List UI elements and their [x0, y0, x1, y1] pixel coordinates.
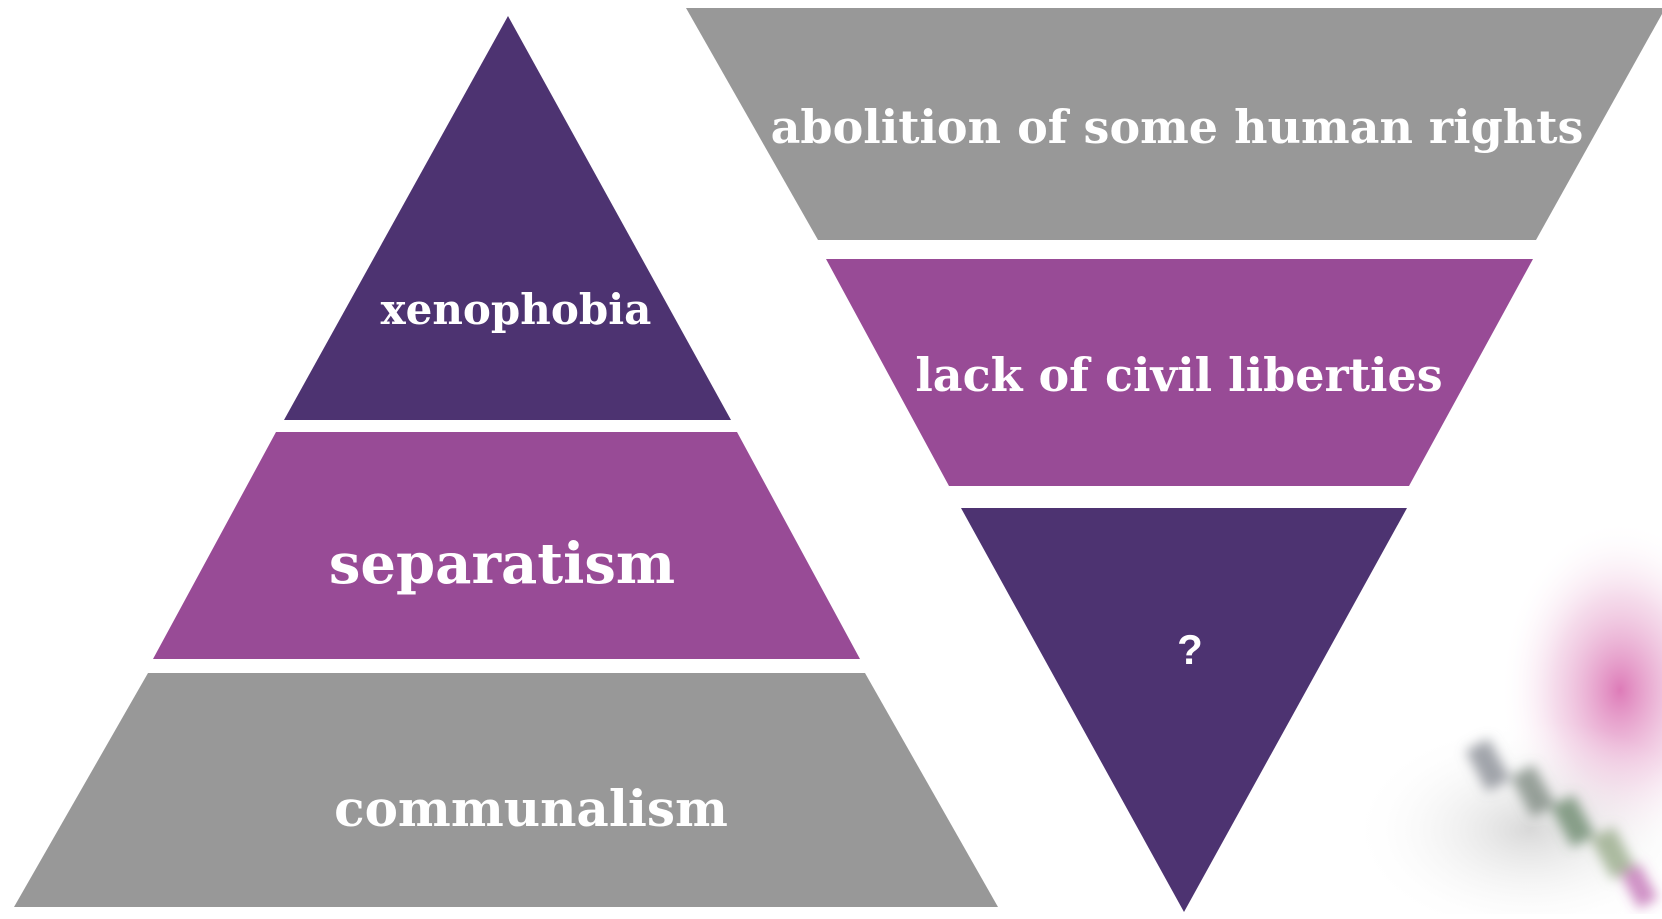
pyramid: xenophobia separatism communalism — [14, 16, 998, 907]
inverted-pyramid-top-label: abolition of some human rights — [771, 100, 1584, 154]
inverted-pyramid-bottom-label: ? — [1177, 626, 1203, 673]
pyramid-top-shape — [284, 16, 731, 420]
pyramid-bottom-shape — [14, 673, 998, 907]
inverted-pyramid-middle-shape — [826, 259, 1533, 486]
pyramid-middle-label: separatism — [329, 531, 675, 597]
inverted-pyramid-bottom-segment: ? — [961, 508, 1407, 912]
inverted-pyramid-top-shape — [686, 8, 1662, 240]
inverted-pyramid: abolition of some human rights lack of c… — [686, 8, 1662, 912]
pyramid-bottom-segment: communalism — [14, 673, 998, 907]
inverted-pyramid-bottom-shape — [961, 508, 1407, 912]
pyramid-middle-shape — [153, 432, 860, 659]
pyramid-bottom-label: communalism — [334, 779, 728, 838]
pyramid-middle-segment: separatism — [153, 432, 860, 659]
inverted-pyramid-top-segment: abolition of some human rights — [686, 8, 1662, 240]
pyramid-top-segment: xenophobia — [284, 16, 731, 420]
blurred-photo-decoration — [1350, 520, 1662, 919]
inverted-pyramid-middle-segment: lack of civil liberties — [826, 259, 1533, 486]
pyramid-top-label: xenophobia — [381, 285, 652, 334]
inverted-pyramid-middle-label: lack of civil liberties — [915, 348, 1442, 402]
